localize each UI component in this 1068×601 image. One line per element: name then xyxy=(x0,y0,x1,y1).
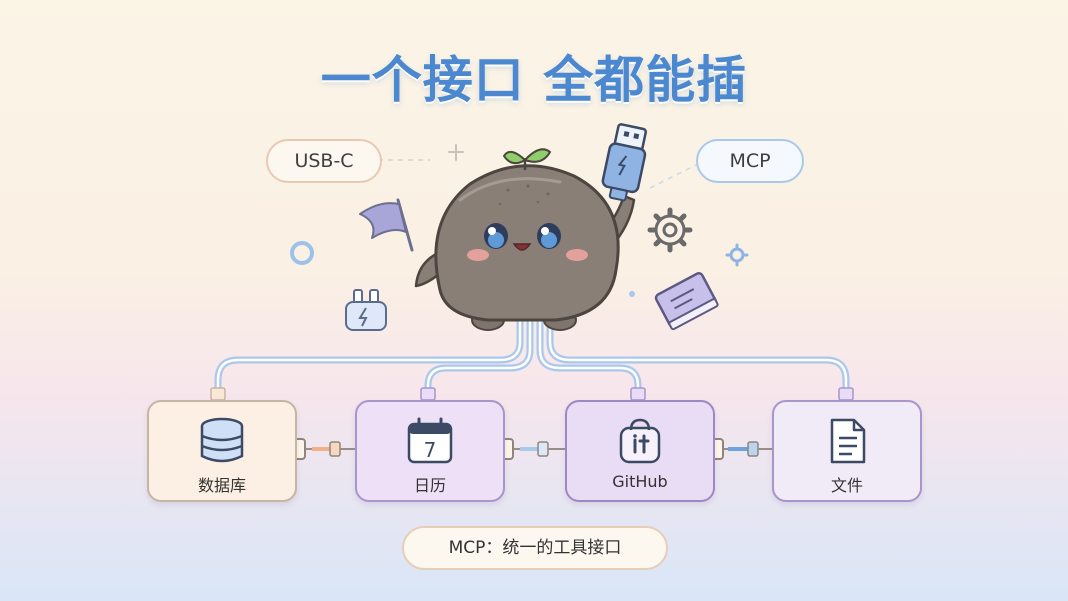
database-icon xyxy=(200,417,244,463)
tool-label-database: 数据库 xyxy=(197,476,246,495)
page-title: 一个接口 全都能插 xyxy=(320,51,748,109)
tool-label-calendar: 日历 xyxy=(413,476,446,495)
tool-label-file: 文件 xyxy=(830,476,863,495)
document-icon xyxy=(830,418,866,464)
calendar-icon: 7 xyxy=(407,417,453,464)
github-icon xyxy=(619,418,661,464)
calendar-day: 7 xyxy=(424,438,437,462)
tool-box-github: GitHub xyxy=(565,400,715,502)
small-gear-icon xyxy=(725,243,749,267)
dot-icon xyxy=(629,291,635,297)
usb-plug-icon xyxy=(601,123,648,202)
ring-icon xyxy=(290,241,314,265)
mascot-character xyxy=(414,148,636,331)
plug-icon xyxy=(345,289,387,331)
gear-icon xyxy=(647,207,693,253)
mcp-label: MCP xyxy=(696,139,804,183)
book-icon xyxy=(654,272,719,331)
usb-c-label: USB-C xyxy=(266,139,382,183)
tool-box-file: 文件 xyxy=(772,400,922,502)
sparkle-icon xyxy=(448,144,464,161)
flag-icon xyxy=(359,198,414,252)
tool-box-database: 数据库 xyxy=(147,400,297,502)
tool-label-github: GitHub xyxy=(612,472,668,491)
tool-box-calendar: 7 日历 xyxy=(355,400,505,502)
bottom-caption: MCP：统一的工具接口 xyxy=(402,526,668,570)
